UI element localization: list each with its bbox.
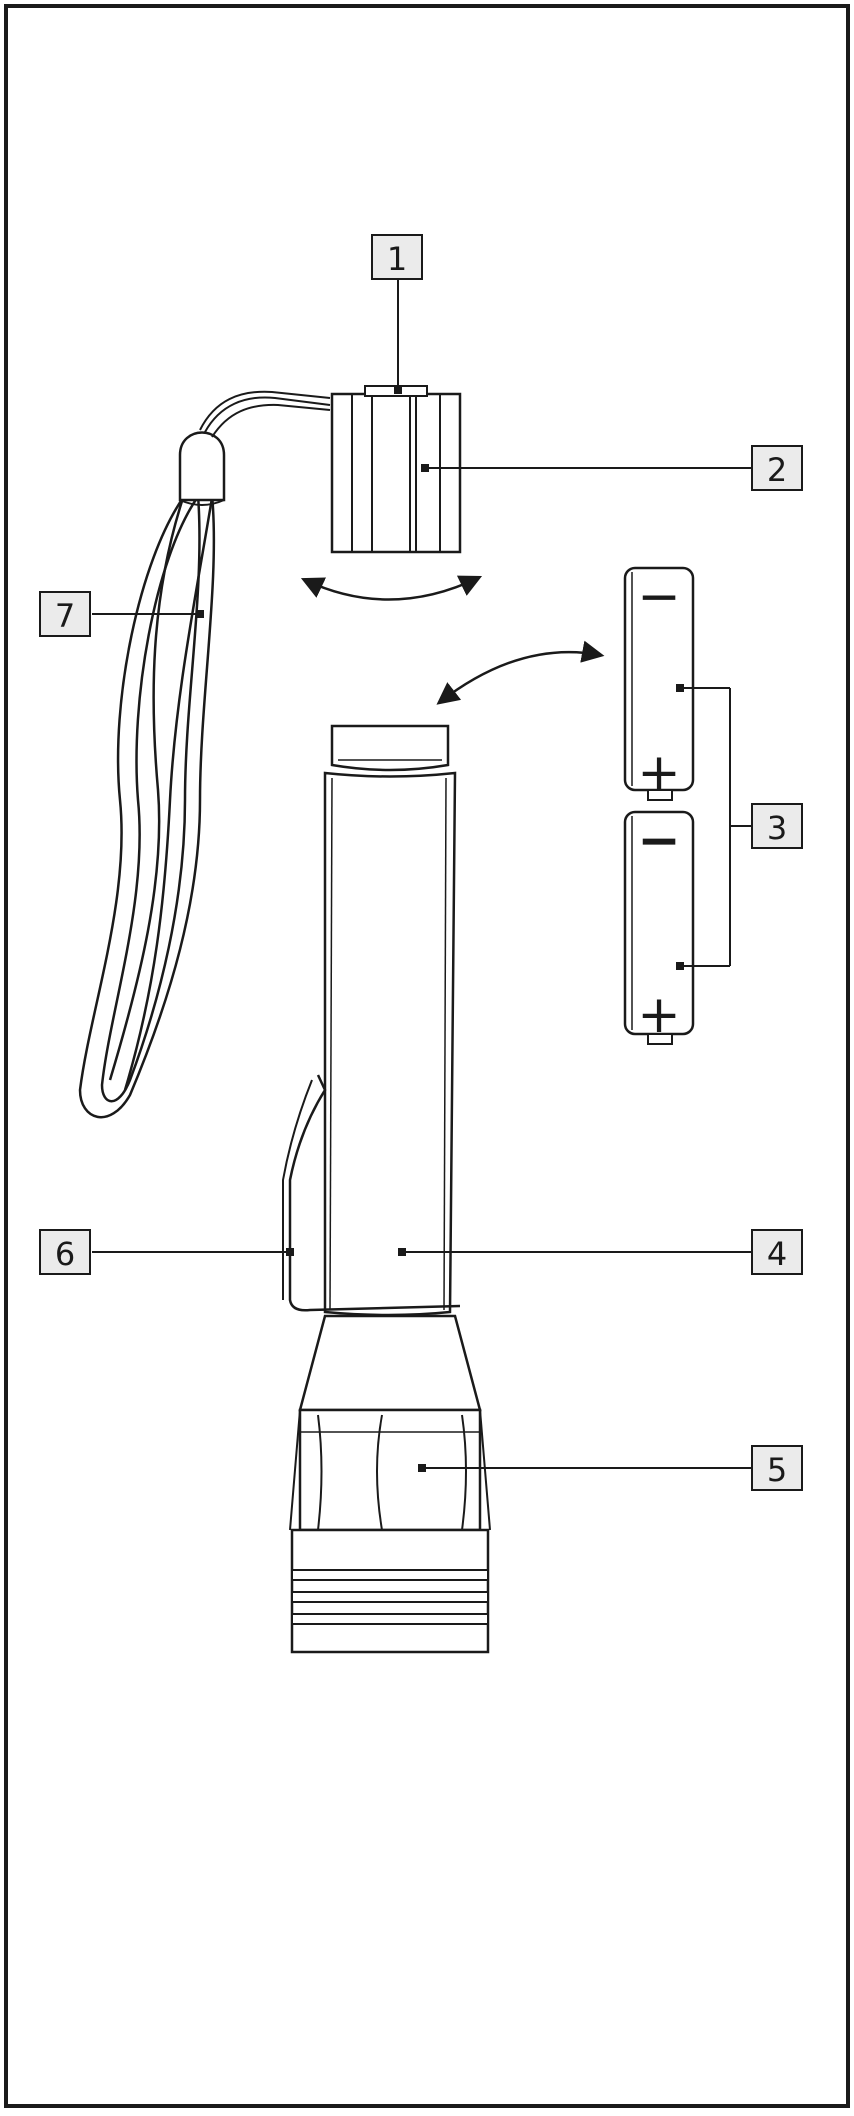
battery-top: [623, 566, 695, 801]
svg-text:2: 2: [767, 451, 787, 489]
insert-arrow: [436, 640, 605, 705]
battery-bottom-minus: −: [637, 811, 681, 871]
leader-dots: [196, 386, 684, 1472]
svg-text:5: 5: [767, 1451, 787, 1489]
callout-1: 1: [371, 234, 423, 280]
svg-text:4: 4: [767, 1235, 787, 1273]
callout-5: 5: [751, 1445, 803, 1491]
svg-text:3: 3: [767, 809, 787, 847]
svg-text:1: 1: [387, 240, 407, 278]
callout-6: 6: [39, 1229, 91, 1275]
battery-bottom-plus: +: [637, 985, 681, 1045]
callout-3: 3: [751, 803, 803, 849]
flashlight-head: [289, 1314, 491, 1654]
flashlight-tail-ring: [330, 724, 450, 772]
callout-2: 2: [751, 445, 803, 491]
leader-lines: [92, 278, 752, 1469]
svg-text:6: 6: [55, 1235, 75, 1273]
battery-top-minus: −: [637, 567, 681, 627]
strap-clasp: [178, 431, 226, 502]
wrist-strap: [78, 494, 216, 1119]
battery-top-plus: +: [637, 743, 681, 803]
strap-cord: [199, 390, 331, 438]
rotate-arrow: [300, 575, 483, 601]
battery-bottom: [623, 810, 695, 1045]
flashlight-body: [323, 771, 457, 1317]
callout-4: 4: [751, 1229, 803, 1275]
pocket-clip: [288, 1074, 461, 1312]
page-border: [4, 4, 850, 2108]
callout-7: 7: [39, 591, 91, 637]
svg-text:7: 7: [55, 597, 75, 635]
